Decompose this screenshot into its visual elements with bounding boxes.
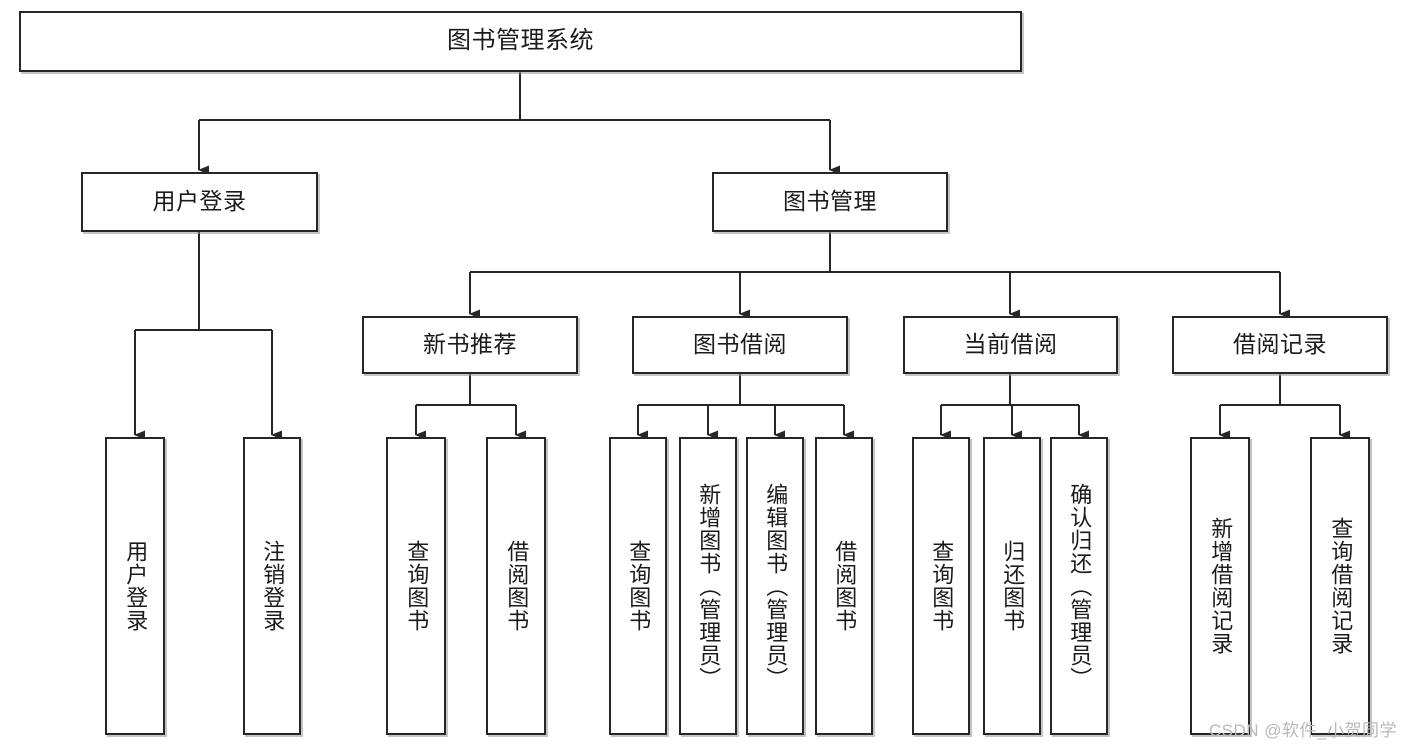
node-leaf-1[interactable]: 用户登录 [105, 437, 165, 735]
node-leaf-9[interactable]: 查询图书 [912, 437, 970, 735]
node-level2-3[interactable]: 当前借阅 [903, 316, 1118, 374]
node-leaf-11[interactable]: 确认归还（管理员） [1050, 437, 1108, 735]
node-leaf-5-label: 查询图书 [626, 540, 652, 632]
node-level2-2-label: 图书借阅 [693, 331, 787, 358]
node-leaf-10-label: 归还图书 [1000, 540, 1026, 632]
node-leaf-6[interactable]: 新增图书（管理员） [679, 437, 737, 735]
node-level2-3-label: 当前借阅 [963, 331, 1058, 358]
node-leaf-2[interactable]: 注销登录 [243, 437, 301, 735]
node-leaf-3[interactable]: 查询图书 [386, 437, 446, 735]
node-leaf-7-label: 编辑图书（管理员） [763, 482, 789, 690]
node-level2-2[interactable]: 图书借阅 [632, 316, 848, 374]
node-leaf-4-label: 借阅图书 [504, 540, 530, 632]
node-leaf-2-label: 注销登录 [260, 540, 286, 632]
node-leaf-5[interactable]: 查询图书 [609, 437, 667, 735]
node-leaf-12-label: 新增借阅记录 [1208, 517, 1234, 655]
node-level1-2[interactable]: 图书管理 [712, 172, 948, 232]
node-level2-4[interactable]: 借阅记录 [1172, 316, 1388, 374]
node-leaf-9-label: 查询图书 [929, 540, 955, 632]
node-level2-4-label: 借阅记录 [1233, 331, 1327, 358]
node-leaf-6-label: 新增图书（管理员） [696, 482, 722, 690]
node-leaf-11-label: 确认归还（管理员） [1067, 482, 1093, 690]
node-leaf-8[interactable]: 借阅图书 [815, 437, 873, 735]
node-root-system[interactable]: 图书管理系统 [19, 11, 1022, 72]
node-level1-1[interactable]: 用户登录 [81, 172, 318, 232]
node-level1-1-label: 用户登录 [152, 188, 247, 215]
node-leaf-3-label: 查询图书 [404, 540, 430, 632]
node-leaf-12[interactable]: 新增借阅记录 [1190, 437, 1250, 735]
node-leaf-7[interactable]: 编辑图书（管理员） [746, 437, 804, 735]
node-level2-1-label: 新书推荐 [423, 331, 517, 358]
node-leaf-1-label: 用户登录 [123, 540, 149, 632]
node-leaf-10[interactable]: 归还图书 [983, 437, 1041, 735]
node-root-label: 图书管理系统 [447, 27, 594, 55]
node-level1-2-label: 图书管理 [783, 188, 877, 215]
node-leaf-13-label: 查询借阅记录 [1328, 517, 1354, 655]
node-leaf-13[interactable]: 查询借阅记录 [1310, 437, 1370, 735]
node-level2-1[interactable]: 新书推荐 [362, 316, 578, 374]
watermark-text: CSDN @软件_小贺同学 [1208, 721, 1397, 740]
node-leaf-4[interactable]: 借阅图书 [486, 437, 546, 735]
node-leaf-8-label: 借阅图书 [832, 540, 858, 632]
